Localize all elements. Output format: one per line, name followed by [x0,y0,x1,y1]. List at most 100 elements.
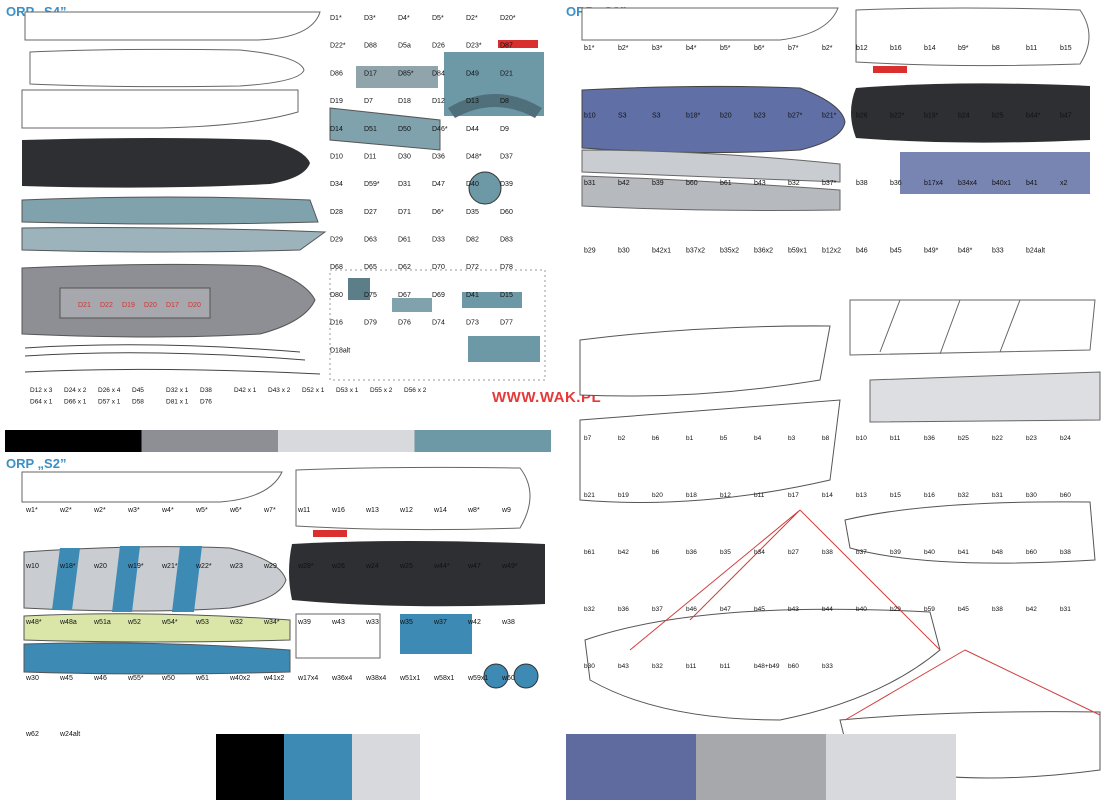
s2-part-label: w5* [195,507,208,514]
s3-part-label: b61 [720,180,732,187]
s4-camo-strip-1 [21,196,319,225]
s4-part-label: D44 [466,126,479,133]
s3-part-label: b27* [788,113,803,120]
s3-part-label: b5* [720,45,731,52]
s3-part-label: b3* [652,45,663,52]
s3-assembly-label: b15 [890,492,901,499]
s4-part-label: D49 [466,70,479,77]
s4-count-label: D26 x 4 [98,387,121,394]
s2-part-label: w23 [229,563,243,570]
s3-part-label: b8 [992,45,1000,52]
s3-part-label: b12x2 [822,248,841,255]
s3-part-label: b36x2 [754,248,773,255]
s3-part-label: b42x1 [652,248,671,255]
s4-part-label: D48* [466,153,482,160]
s2-part-label: w38 [501,619,515,626]
s3-assembly-label: b6 [652,435,660,442]
s3-part-label: b12 [856,45,868,52]
s4-count-label: D52 x 1 [302,387,325,394]
s3-part-label: b24 [958,113,970,120]
s3-assembly-label: b18 [686,492,697,499]
s2-part-label: w39 [297,619,311,626]
s3-frame [849,299,1096,356]
s4-part-label: D87 [500,43,513,50]
s4-part-label: D68 [330,264,343,271]
s3-part-label: b9* [958,45,969,52]
s2-part-label: w13 [365,507,379,514]
s3-part-label: b7* [788,45,799,52]
s3-part-label: b2* [618,45,629,52]
s4-part-label: D31 [398,181,411,188]
s4-block-2 [392,298,432,312]
s2-part-label: w17x4 [297,675,318,682]
s2-part-label: w59x1 [467,675,488,682]
s4-side-panel-bottom [21,89,299,129]
s4-part-label: D6* [432,209,444,216]
s4-part-label: D27 [364,209,377,216]
s2-bottom-panel [21,471,283,503]
s4-part-label: D36 [432,153,445,160]
s3-part-label: b36 [890,180,902,187]
s4-part-label: D11 [364,153,376,160]
s3-small-rigging [844,649,1101,721]
s3-part-label: b20 [720,113,732,120]
s2-part-label: w32 [229,619,243,626]
s3-assembly-label: b42 [1026,606,1037,613]
s3-assembly-label: b45 [958,606,969,613]
s2-part-label: w34* [263,619,280,626]
s2-part-label: w41x2 [263,675,284,682]
s3-assembly-label: b36 [618,606,629,613]
s3-assembly-label: b7 [584,435,592,442]
s4-part-label: D3* [364,15,376,22]
s4-funnel-arc [448,94,542,118]
s3-assembly-label: b10 [856,435,867,442]
s3-rigging [629,509,941,651]
s2-parts-1 [295,613,381,659]
s4-part-label: D28 [330,209,343,216]
s2-part-label: w24 [365,563,379,570]
s3-part-label: b33 [992,248,1004,255]
s4-part-label: D34 [330,181,343,188]
s4-part-label: D23* [466,43,482,50]
s2-part-label: w51a [93,619,111,626]
s3-assembly-label: b48+b49 [754,663,780,670]
s3-color-swatch [696,734,826,800]
s4-gun-mount [468,171,502,205]
s2-part-label: w16 [331,507,345,514]
s3-assembly-label: b33 [822,663,833,670]
s4-count-label: D12 x 3 [30,387,53,394]
s3-assembly-label: b43 [618,663,629,670]
s4-part-label: D29 [330,237,343,244]
s3-part-label: b11 [1026,45,1037,52]
s4-part-label: D86 [330,70,343,77]
s3-side-panel [855,7,1090,67]
s2-red-strip [313,530,347,537]
s3-assembly-label: b32 [652,663,663,670]
s4-count-label: D24 x 2 [64,387,87,394]
s3-part-label: b60 [686,180,698,187]
s4-part-label: D33 [432,237,445,244]
s2-part-label: w49* [501,563,518,570]
s3-assembly-label: b59 [924,606,935,613]
s2-part-label: w26 [331,563,345,570]
s4-small-parts-cluster [329,269,546,381]
s2-part-label: w2* [93,507,106,514]
s4-part-label: D14 [330,126,343,133]
s4-count-label: D42 x 1 [234,387,257,394]
s2-part-label: w38x4 [365,675,386,682]
s3-assembly-label: b11 [890,435,901,442]
s2-part-label: w1* [25,507,38,514]
s3-assembly-label: b8 [822,435,830,442]
s2-part-label: w8* [467,507,480,514]
s4-count-label: D58 [132,399,144,406]
s3-strip [869,371,1101,423]
s2-part-label: w44* [433,563,450,570]
s4-part-label: D39 [500,181,513,188]
s3-part-label: b49* [924,248,939,255]
s2-part-label: w6* [229,507,242,514]
s4-part-label: D4* [398,15,410,22]
s3-assembly-label: b1 [686,435,694,442]
s3-part-label: b19* [924,113,939,120]
